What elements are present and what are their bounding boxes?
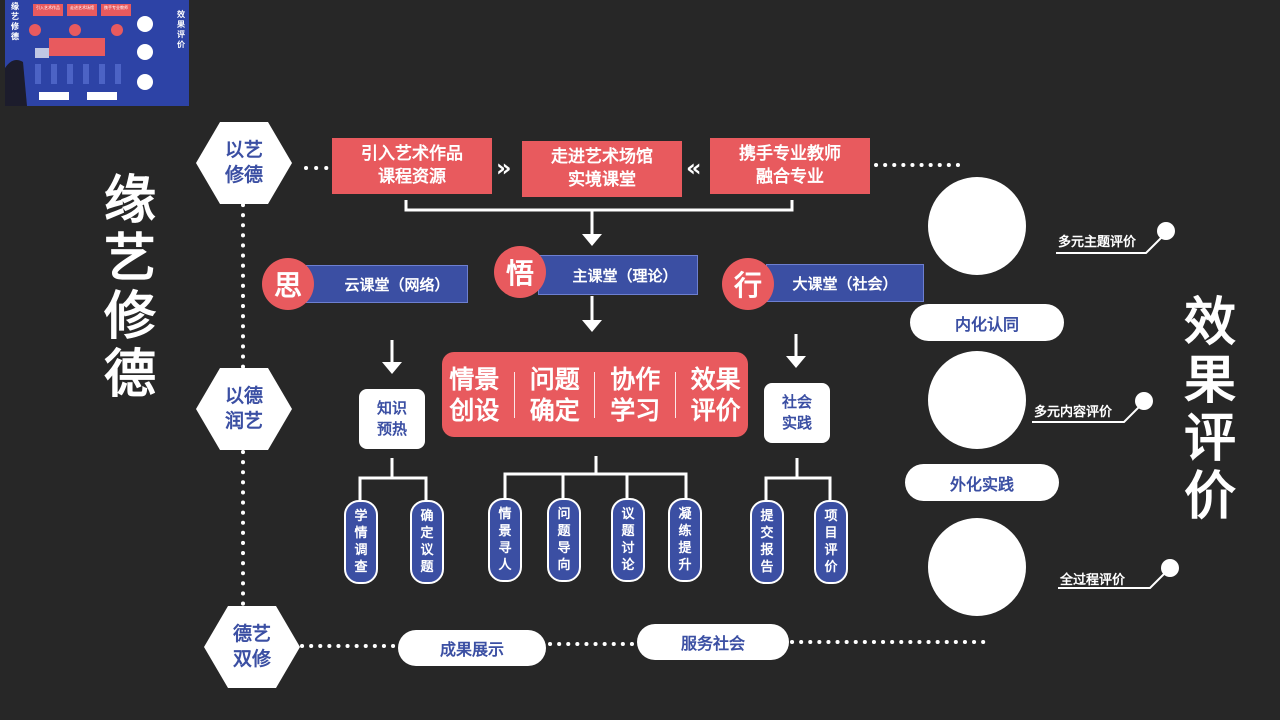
top-box-artworks: 引入艺术作品 课程资源 xyxy=(332,138,492,194)
pill-achievement-display: 成果展示 xyxy=(398,630,546,666)
eval-connector-2 xyxy=(1032,401,1145,423)
top-bracket xyxy=(404,200,794,212)
bar-cloud-classroom-label: 云课堂（网络） xyxy=(344,275,450,294)
hex-yiyi-xiude: 以艺 修德 xyxy=(196,122,292,204)
eval-dot-2 xyxy=(1135,392,1153,410)
eval-label-whole-process: 全过程评价 xyxy=(1060,573,1126,588)
eval-dot-1 xyxy=(1157,222,1175,240)
pill-project-evaluation: 项 目 评 价 xyxy=(814,500,848,584)
core-step-evaluation: 效果 评价 xyxy=(690,364,741,425)
chevron-left-icon: « xyxy=(686,154,702,182)
box-social-practice: 社会 实践 xyxy=(764,383,830,443)
pill-confirm-topic: 确 定 议 题 xyxy=(410,500,444,584)
arrow-top-head xyxy=(582,234,602,246)
left-main-title: 缘 艺 修 德 xyxy=(103,171,156,405)
chevron-right-icon: » xyxy=(496,154,512,182)
core-separator xyxy=(514,371,516,418)
tree-right xyxy=(764,458,832,500)
top-box-venues: 走进艺术场馆 实境课堂 xyxy=(522,141,682,197)
core-step-collaboration: 协作 学习 xyxy=(610,364,661,425)
core-separator xyxy=(594,371,596,418)
right-main-title: 效 果 评 价 xyxy=(1183,293,1236,527)
pill-topic-discussion: 议 题 讨 论 xyxy=(611,498,645,582)
eval-label-multi-theme: 多元主题评价 xyxy=(1058,235,1137,250)
arrow-center-head xyxy=(582,320,602,332)
thumbnail-right-title: 效果评价 xyxy=(177,10,185,49)
bar-main-classroom: 主课堂（理论） xyxy=(538,255,698,295)
eval-circle-3 xyxy=(928,518,1026,616)
hex-deyi-shuangxiu: 德艺 双修 xyxy=(204,606,300,688)
eval-circle-2 xyxy=(928,351,1026,449)
arrow-right-head xyxy=(786,356,806,368)
arrow-left-head xyxy=(382,362,402,374)
pill-problem-oriented: 问 题 导 向 xyxy=(547,498,581,582)
core-step-question: 问题 确定 xyxy=(529,364,580,425)
pill-scene-find: 情 景 寻 人 xyxy=(488,498,522,582)
pill-learning-survey: 学 情 调 查 xyxy=(344,500,378,584)
core-separator xyxy=(674,371,676,418)
eval-connector-1 xyxy=(1056,232,1167,254)
pill-submit-report: 提 交 报 告 xyxy=(750,500,784,584)
bar-main-classroom-label: 主课堂（理论） xyxy=(572,266,678,285)
bar-cloud-classroom: 云课堂（网络） xyxy=(306,265,468,303)
box-knowledge-warmup: 知识 预热 xyxy=(359,389,425,449)
bar-big-classroom-label: 大课堂（社会） xyxy=(792,274,898,293)
pill-refine-upgrade: 凝 练 提 升 xyxy=(668,498,702,582)
thumbnail-left-title: 缘艺修德 xyxy=(11,2,19,41)
eval-label-multi-content: 多元内容评价 xyxy=(1034,405,1113,420)
thumbnail-box-1: 引入艺术作品 xyxy=(36,5,60,10)
eval-circle-1 xyxy=(928,177,1026,275)
thumbnail-box-2: 走进艺术场馆 xyxy=(70,5,94,10)
pill-serve-society: 服务社会 xyxy=(637,624,789,660)
eval-dot-3 xyxy=(1161,559,1179,577)
video-thumbnail: 缘艺修德 效果评价 引入艺术作品 走进艺术场馆 携手专业教师 xyxy=(5,0,189,106)
core-step-scenario: 情景 创设 xyxy=(449,364,500,425)
thumbnail-box-3: 携手专业教师 xyxy=(104,5,128,10)
bar-big-classroom: 大课堂（社会） xyxy=(766,264,924,302)
tree-center xyxy=(503,456,688,498)
tree-left xyxy=(358,458,428,500)
badge-si: 思 xyxy=(262,258,314,310)
pill-internalize: 内化认同 xyxy=(910,304,1064,341)
core-process-block: 情景 创设 问题 确定 协作 学习 效果 评价 xyxy=(442,352,748,437)
badge-wu: 悟 xyxy=(494,246,546,298)
pill-externalize: 外化实践 xyxy=(905,464,1059,501)
badge-xing: 行 xyxy=(722,258,774,310)
top-box-teachers: 携手专业教师 融合专业 xyxy=(710,138,870,194)
thumbnail-diagram xyxy=(5,0,189,106)
eval-connector-3 xyxy=(1058,567,1171,589)
